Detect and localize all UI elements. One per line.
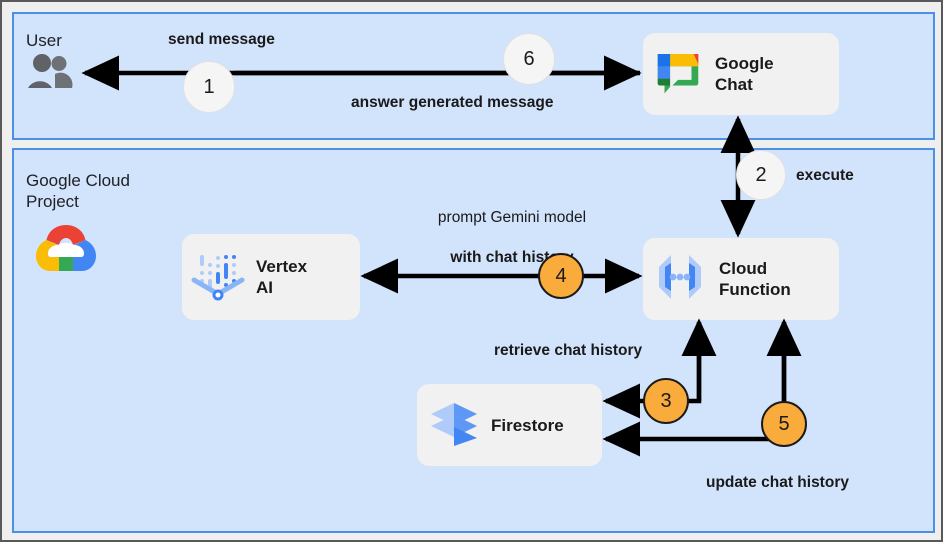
label-retrieve-chat-history: retrieve chat history [494, 342, 643, 359]
step-badge-2: 2 [736, 150, 786, 200]
step-badge-6: 6 [503, 33, 555, 85]
card-firestore[interactable]: Firestore [417, 384, 602, 466]
card-vertex-ai[interactable]: Vertex AI [182, 234, 360, 320]
card-google-chat[interactable]: Google Chat [643, 33, 839, 115]
label-prompt-gemini-model: prompt Gemini model with chat history [397, 188, 627, 288]
panel-user-title: User [26, 31, 62, 50]
card-vertex-ai-label: Vertex AI [256, 257, 308, 297]
label-send-message: send message [168, 31, 275, 48]
label-update-chat-history: update chat history [706, 474, 849, 491]
card-cloud-function-label: Cloud Function [719, 259, 791, 299]
google-cloud-icon [35, 222, 97, 279]
label-prompt-gemini-line2: with chat history [450, 249, 574, 266]
people-icon [24, 54, 76, 93]
step-badge-5: 5 [761, 401, 807, 447]
label-prompt-gemini-line1: prompt Gemini model [437, 209, 587, 226]
vertex-ai-icon [190, 247, 246, 308]
label-execute: execute [796, 167, 854, 184]
label-answer-generated-message: answer generated message [351, 94, 554, 111]
step-badge-3: 3 [643, 378, 689, 424]
step-badge-4: 4 [538, 253, 584, 299]
card-cloud-function[interactable]: Cloud Function [643, 238, 839, 320]
step-badge-1: 1 [183, 61, 235, 113]
card-firestore-label: Firestore [491, 415, 564, 435]
google-chat-icon [651, 45, 705, 104]
card-google-chat-label: Google Chat [715, 54, 774, 94]
cloud-function-icon [651, 249, 709, 310]
panel-google-cloud-project-title: Google Cloud Project [26, 171, 130, 211]
firestore-icon [427, 396, 481, 455]
